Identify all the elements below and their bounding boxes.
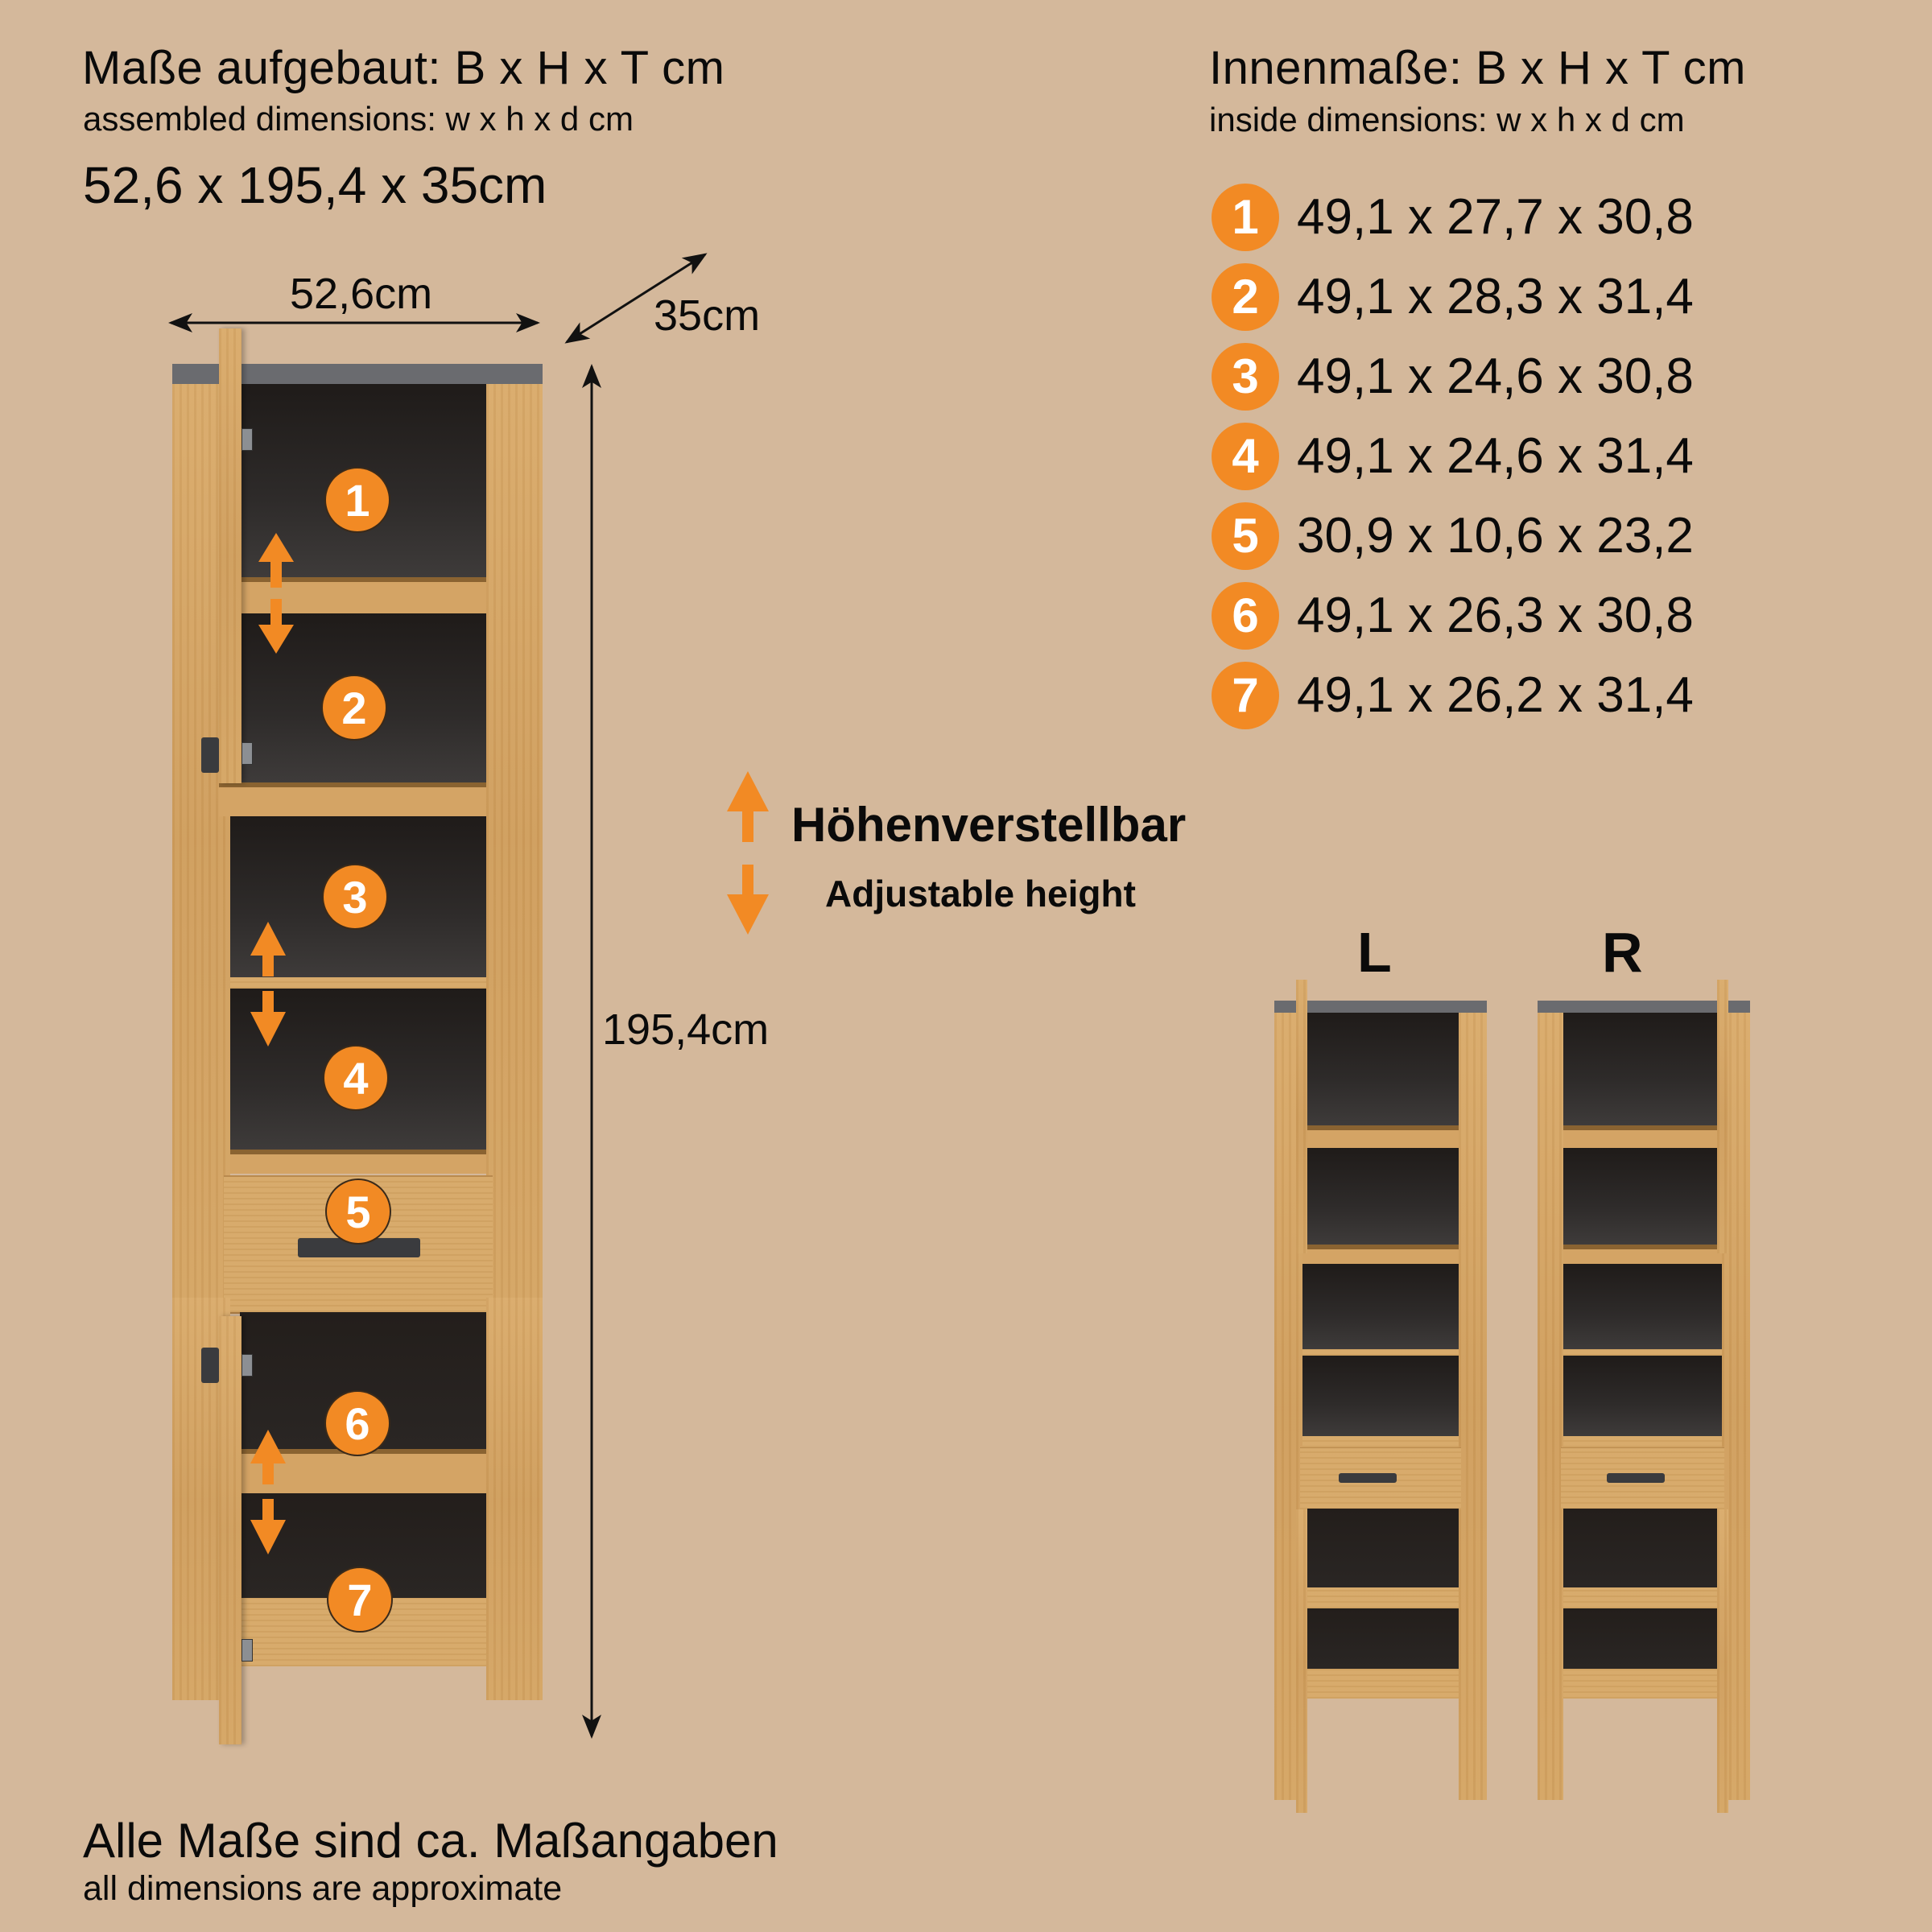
lower-door-open[interactable]: [1717, 1509, 1728, 1813]
variant-left-label: L: [1357, 921, 1392, 984]
compartment-back: [1563, 1356, 1722, 1436]
compartment-badge: 5: [1212, 502, 1279, 570]
inside-dimensions-list: 1 49,1 x 27,7 x 30,8 2 49,1 x 28,3 x 31,…: [1212, 177, 1856, 735]
footer-note-de: Alle Maße sind ca. Maßangaben: [83, 1814, 778, 1868]
compartment-back: [1302, 1356, 1459, 1436]
adjustable-height-label-en: Adjustable height: [825, 873, 1136, 914]
inner-dimension-row: 3 49,1 x 24,6 x 30,8: [1212, 336, 1856, 416]
inside-dimensions-title: Innenmaße: B x H x T cm: [1209, 42, 1746, 94]
inner-dimension-row: 1 49,1 x 27,7 x 30,8: [1212, 177, 1856, 257]
compartment-badge-7: 7: [328, 1568, 391, 1631]
cabinet-right-side-lower: [486, 1298, 543, 1700]
compartment-badge-3: 3: [324, 865, 386, 928]
height-label: 195,4cm: [602, 1005, 770, 1054]
shelf: [1563, 1587, 1717, 1608]
door-handle[interactable]: [201, 737, 219, 773]
bottom-shelf: [1307, 1669, 1459, 1699]
shelf: [1307, 1587, 1459, 1608]
inner-dimension-row: 2 49,1 x 28,3 x 31,4: [1212, 257, 1856, 336]
adjustable-height-arrows-icon: [727, 771, 769, 935]
drawer-handle[interactable]: [1339, 1473, 1397, 1483]
adjustable-shelf-arrow-icon: [250, 922, 286, 1046]
width-label: 52,6cm: [290, 270, 433, 318]
variant-right-cabinet[interactable]: [1538, 980, 1750, 1813]
compartment-dimensions: 49,1 x 26,2 x 31,4: [1297, 667, 1694, 723]
compartment-back: [1563, 1264, 1722, 1349]
lower-door-open[interactable]: [1296, 1509, 1307, 1813]
compartment-badge-2: 2: [323, 676, 386, 739]
bottom-shelf: [1563, 1669, 1717, 1699]
compartment-back: [1302, 1013, 1459, 1125]
adjustable-shelf-arrow-icon: [250, 1430, 286, 1554]
hinge-icon: [242, 1639, 253, 1662]
upper-door-open[interactable]: [1717, 980, 1728, 1253]
shelf: [1563, 1349, 1722, 1356]
compartment-back: [1563, 1608, 1717, 1669]
compartment-back: [1563, 1509, 1717, 1587]
compartment-badge-1: 1: [326, 469, 389, 531]
adjustable-shelf-arrow-icon: [258, 533, 294, 654]
main-cabinet-illustration: 1 2 3 4 5 6 7: [172, 328, 543, 1781]
compartment-badge: 4: [1212, 422, 1279, 490]
hinge-icon: [242, 742, 253, 765]
inside-dimensions-subtitle: inside dimensions: w x h x d cm: [1209, 101, 1685, 138]
inner-dimension-row: 4 49,1 x 24,6 x 31,4: [1212, 416, 1856, 496]
compartment-back: [1563, 1148, 1722, 1245]
cabinet-left-side: [1538, 1013, 1563, 1800]
depth-label: 35cm: [654, 291, 761, 340]
upper-door-open[interactable]: [219, 328, 242, 783]
hinge-icon: [242, 1354, 253, 1377]
variant-left-cabinet[interactable]: [1274, 980, 1487, 1813]
footer-note-en: all dimensions are approximate: [83, 1869, 563, 1908]
assembled-dimensions-subtitle: assembled dimensions: w x h x d cm: [83, 100, 634, 138]
assembled-dimensions-title: Maße aufgebaut: B x H x T cm: [82, 42, 725, 94]
cabinet-top: [1274, 1001, 1487, 1013]
shelf: [1302, 1436, 1459, 1447]
compartment-dimensions: 49,1 x 28,3 x 31,4: [1297, 269, 1694, 324]
compartment-badge-4: 4: [324, 1046, 387, 1109]
cabinet-top: [1538, 1001, 1750, 1013]
hinge-icon: [242, 428, 253, 451]
compartment-dimensions: 49,1 x 27,7 x 30,8: [1297, 189, 1694, 245]
variant-right-label: R: [1602, 921, 1643, 984]
fixed-shelf: [219, 782, 486, 816]
inner-dimension-row: 7 49,1 x 26,2 x 31,4: [1212, 655, 1856, 735]
inner-dimension-row: 5 30,9 x 10,6 x 23,2: [1212, 496, 1856, 576]
compartment-back: [1307, 1509, 1459, 1587]
lower-door-open[interactable]: [219, 1316, 242, 1744]
compartment-badge: 3: [1212, 342, 1279, 411]
shelf: [1563, 1245, 1722, 1264]
fixed-shelf: [230, 1150, 486, 1174]
compartment-badge: 1: [1212, 183, 1279, 251]
compartment-badge-6: 6: [326, 1392, 389, 1455]
compartment-dimensions: 30,9 x 10,6 x 23,2: [1297, 508, 1694, 564]
compartment-badge: 7: [1212, 661, 1279, 729]
cabinet-right-side: [1459, 1013, 1487, 1800]
shelf: [1302, 1245, 1459, 1264]
compartment-back: [1302, 1264, 1459, 1349]
compartment-dimensions: 49,1 x 24,6 x 31,4: [1297, 428, 1694, 484]
shelf: [1563, 1436, 1722, 1447]
compartment-back: [1302, 1148, 1459, 1245]
compartment-dimensions: 49,1 x 26,3 x 30,8: [1297, 588, 1694, 643]
shelf: [1302, 1125, 1459, 1148]
upper-door-open[interactable]: [1296, 980, 1307, 1253]
compartment-back: [1563, 1013, 1722, 1125]
compartment-dimensions: 49,1 x 24,6 x 30,8: [1297, 349, 1694, 404]
compartment-badge: 2: [1212, 262, 1279, 331]
depth-dimension-arrow: [564, 253, 708, 344]
adjustable-shelf: [230, 977, 486, 989]
shelf: [1302, 1349, 1459, 1356]
inner-dimension-row: 6 49,1 x 26,3 x 30,8: [1212, 576, 1856, 655]
drawer-handle[interactable]: [1607, 1473, 1665, 1483]
compartment-badge-5: 5: [327, 1180, 390, 1243]
overall-dimensions: 52,6 x 195,4 x 35cm: [83, 156, 547, 214]
door-handle[interactable]: [201, 1348, 219, 1383]
adjustable-height-label-de: Höhenverstellbar: [791, 798, 1187, 852]
cabinet-right-side: [486, 384, 543, 1298]
shelf: [1563, 1125, 1722, 1148]
compartment-badge: 6: [1212, 581, 1279, 650]
compartment-back: [1307, 1608, 1459, 1669]
